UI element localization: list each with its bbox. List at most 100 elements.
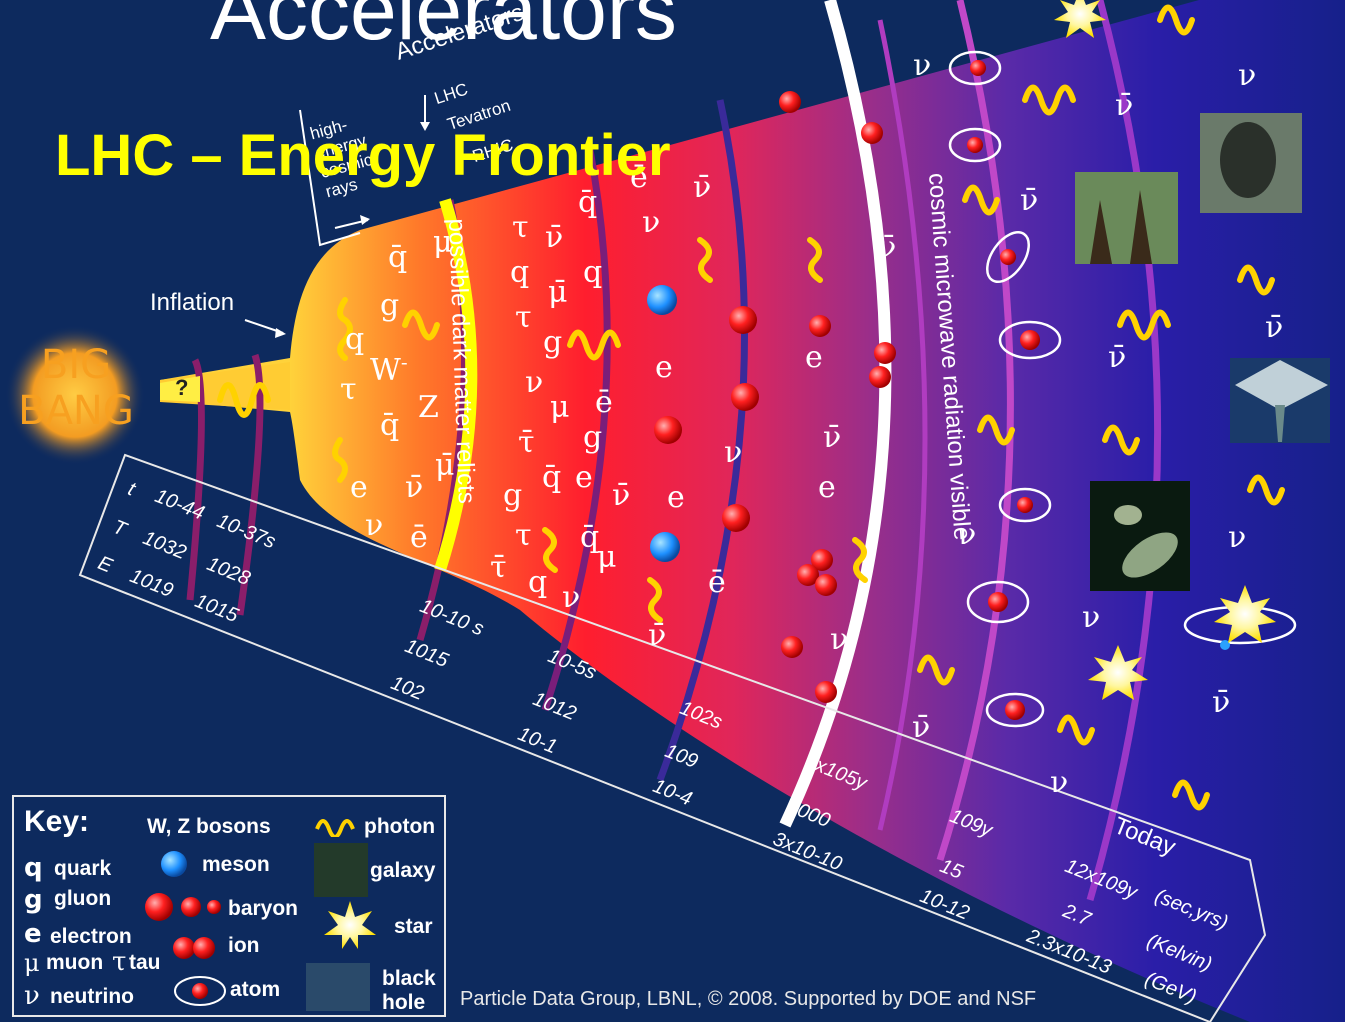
meson-icon <box>647 285 677 315</box>
atom-icon <box>174 976 226 1006</box>
photon-icon <box>917 654 955 686</box>
nebula-image <box>1075 172 1178 264</box>
photon-icon <box>402 309 440 341</box>
key-gluon: gluon <box>54 887 112 910</box>
star-icon <box>1214 585 1276 643</box>
meson-icon <box>161 851 187 877</box>
star-group <box>1054 0 1276 700</box>
baryon-icon <box>145 893 221 921</box>
era-arc <box>656 99 748 782</box>
legend-key: Key: W, Z bosons photon q quark meson ga… <box>12 795 446 1017</box>
baryon-icon <box>861 122 883 144</box>
electron-symbol: e <box>24 919 42 949</box>
key-quark: quark <box>54 857 112 880</box>
star-icon <box>1054 0 1106 38</box>
big-bang-label: BIG BANG <box>18 342 134 434</box>
key-galaxy: galaxy <box>370 859 436 882</box>
credit-line: Particle Data Group, LBNL, © 2008. Suppo… <box>460 988 1037 1010</box>
atom-icon <box>948 50 1002 86</box>
gluon-symbol: g <box>24 885 43 915</box>
photon-icon <box>1117 309 1171 341</box>
cosmic-ray-bracket <box>299 109 361 247</box>
ion-icon <box>173 937 215 959</box>
inflation-label: Inflation <box>150 289 235 316</box>
baryon-icon <box>654 416 682 444</box>
baryon-group <box>654 91 896 703</box>
baryon-icon <box>815 681 837 703</box>
key-electron: electron <box>50 925 132 948</box>
big-bang-glow <box>5 325 145 465</box>
accelerator-limit-arc <box>779 0 892 828</box>
key-muon: muon <box>46 951 104 974</box>
era-arc <box>236 353 264 616</box>
photon-icon <box>1247 474 1285 506</box>
key-neutrino: neutrino <box>50 985 134 1008</box>
muon-symbol: μ <box>24 949 40 977</box>
key-title: Key: <box>24 805 90 838</box>
photon-icon <box>962 184 1000 216</box>
key-baryon: baryon <box>228 897 299 920</box>
photon-icon <box>1172 779 1210 811</box>
photon-icon <box>697 237 713 283</box>
ion-icon <box>811 549 833 571</box>
key-photon: photon <box>364 815 436 838</box>
tau-symbol: τ <box>112 947 127 977</box>
key-meson: meson <box>202 853 270 876</box>
key-star: star <box>394 915 433 938</box>
black-hole-image-icon <box>306 963 370 1011</box>
photon-icon <box>567 329 621 361</box>
photon-icon <box>1237 264 1275 296</box>
timeline-axis-box <box>78 453 1267 1022</box>
baryon-icon <box>731 383 759 411</box>
key-ion: ion <box>228 934 260 957</box>
photon-icon <box>852 537 868 583</box>
key-black-hole: black hole <box>382 967 436 1014</box>
photon-icon <box>542 527 558 573</box>
key-atom: atom <box>230 978 281 1001</box>
atom-icon <box>998 320 1062 360</box>
page-title: Accelerators <box>210 0 677 57</box>
photon-icon <box>1102 424 1140 456</box>
key-wz: W, Z bosons <box>147 815 271 838</box>
baryon-icon <box>781 636 803 658</box>
atom-icon <box>985 692 1045 728</box>
era-arc <box>186 358 205 601</box>
photon-icon <box>217 382 271 418</box>
ion-icon <box>869 366 891 388</box>
question-mark: ? <box>175 375 189 400</box>
ion-icon <box>815 574 837 596</box>
ion-icon <box>797 564 819 586</box>
baryon-icon <box>779 91 801 113</box>
photon-group <box>217 4 1285 811</box>
baryon-icon <box>722 504 750 532</box>
photon-icon <box>1057 714 1095 746</box>
headline: LHC – Energy Frontier <box>55 123 671 188</box>
era-arc <box>1086 0 1162 901</box>
photon-icon <box>337 297 353 361</box>
photon-icon <box>332 437 348 483</box>
neutrino-symbol: ν <box>24 981 40 1011</box>
bang-cap <box>160 376 200 402</box>
star-icon <box>1088 645 1148 700</box>
photon-icon <box>1022 84 1076 116</box>
baryon-icon <box>809 315 831 337</box>
photon-icon <box>977 414 1015 446</box>
ion-icon <box>874 342 896 364</box>
era-arc <box>877 19 928 831</box>
quark-symbol: q <box>24 853 43 883</box>
atom-icon <box>948 127 1002 163</box>
baryon-icon <box>729 306 757 334</box>
photon-icon <box>1157 4 1195 36</box>
star-icon <box>324 901 376 949</box>
galaxy-image-icon <box>314 843 368 897</box>
atom-icon <box>998 487 1052 523</box>
atom-icon <box>966 580 1030 624</box>
lhc-energy-arc <box>434 198 478 572</box>
key-tau: tau <box>129 951 161 974</box>
era-arc <box>541 149 611 712</box>
photon-icon <box>807 237 823 283</box>
photon-icon <box>647 577 663 623</box>
photon-icon <box>315 819 355 837</box>
